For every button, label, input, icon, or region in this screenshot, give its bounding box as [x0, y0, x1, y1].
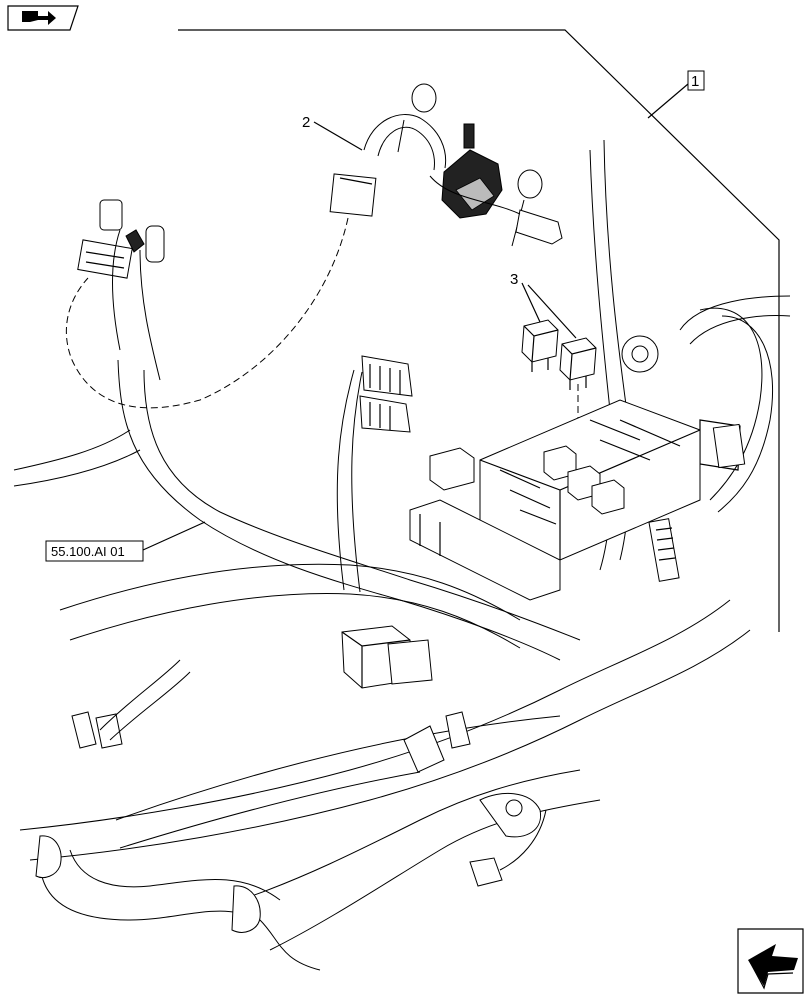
item-3-leader: 3 [510, 271, 577, 339]
reference-label[interactable]: 55.100.AI 01 [45, 521, 206, 562]
callout-2: 2 [302, 114, 310, 131]
item-2-leader: 2 [302, 114, 363, 151]
callout-1: 1 [691, 73, 699, 90]
reference-text: 55.100.AI 01 [51, 544, 125, 559]
next-page-arrow-icon[interactable] [737, 928, 804, 994]
dashed-leaders [65, 217, 579, 452]
fuse-relay-box [409, 399, 746, 601]
main-harness [13, 359, 751, 971]
item-1-leader: 1 [178, 29, 780, 632]
middle-connectors [336, 355, 413, 593]
callout-3: 3 [510, 271, 518, 288]
left-connectors [77, 199, 165, 381]
book-arrow-icon[interactable] [7, 5, 79, 31]
lower-connectors [71, 625, 547, 887]
item-2-harness [329, 83, 563, 247]
item-3-relays [521, 319, 597, 390]
